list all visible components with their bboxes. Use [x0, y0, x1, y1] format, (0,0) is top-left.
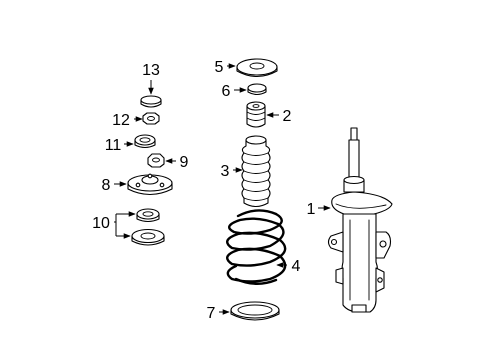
part-5-upper-plate	[236, 58, 278, 78]
callout-9: 9	[180, 154, 189, 171]
part-6-bearing	[247, 83, 267, 96]
part-1-strut	[327, 127, 393, 313]
callout-2: 2	[283, 108, 292, 125]
part-13-cap	[140, 95, 162, 108]
part-8-mount	[127, 173, 173, 196]
part-2-bumper	[246, 101, 266, 128]
callout-13: 13	[142, 62, 160, 79]
callout-1: 1	[307, 201, 316, 218]
part-10-lower-seat	[131, 228, 165, 246]
part-10-upper-insulator	[136, 208, 160, 223]
part-9-nut	[147, 153, 165, 168]
callout-11: 11	[105, 137, 122, 154]
part-11-washer	[134, 134, 156, 149]
callout-labels: 13 12 11 9 8 10 5 6 2 3 4 7 1	[92, 59, 315, 322]
leader-lines	[114, 63, 331, 315]
part-12-nut	[142, 112, 160, 125]
callout-10: 10	[92, 215, 110, 232]
part-4-spring	[226, 209, 287, 285]
callout-4: 4	[292, 258, 301, 275]
callout-8: 8	[102, 177, 111, 194]
callout-12: 12	[112, 112, 130, 129]
part-7-insulator	[230, 301, 280, 321]
callout-6: 6	[222, 83, 231, 100]
callout-5: 5	[215, 59, 224, 76]
callout-7: 7	[207, 305, 216, 322]
callout-3: 3	[221, 163, 230, 180]
part-3-boot	[241, 135, 271, 208]
